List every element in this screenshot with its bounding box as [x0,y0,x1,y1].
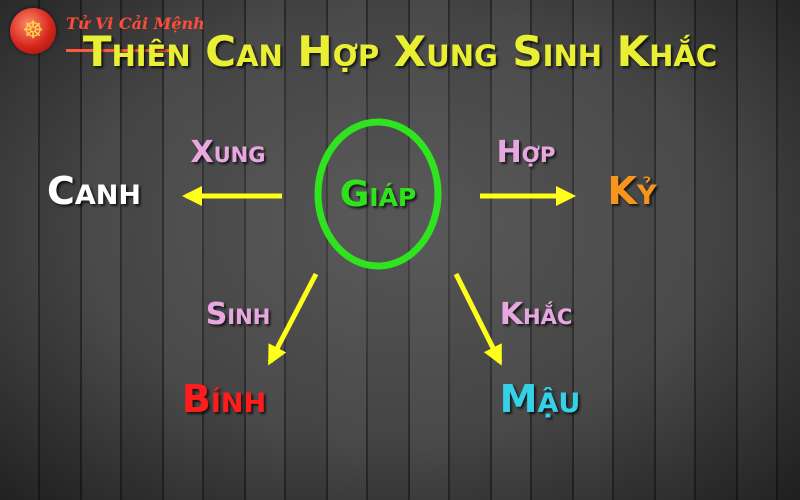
relation-hop-label: Hợp [497,135,556,170]
relation-khac-label: Khắc [500,297,573,332]
relation-xung-label: Xung [191,135,266,170]
logo-name: Tử Vi Cải Mệnh [66,14,205,33]
buddha-icon: ☸ [22,16,44,44]
arrow-khac [453,272,503,366]
node-binh: Bính [182,377,266,421]
center-label: Giáp [340,174,417,215]
page-title: Thiên Can Hợp Xung Sinh Khắc [83,27,717,76]
site-logo[interactable]: ☸ Tử Vi Cải Mệnh [10,8,210,56]
logo-badge [10,8,56,54]
relation-sinh-label: Sinh [206,297,271,332]
node-mau: Mậu [500,377,581,421]
arrow-sinh [267,272,319,366]
center-circle [314,118,442,270]
node-ky: Kỷ [608,169,657,213]
node-canh: Canh [47,169,141,213]
logo-tagline-decoration [66,40,206,52]
